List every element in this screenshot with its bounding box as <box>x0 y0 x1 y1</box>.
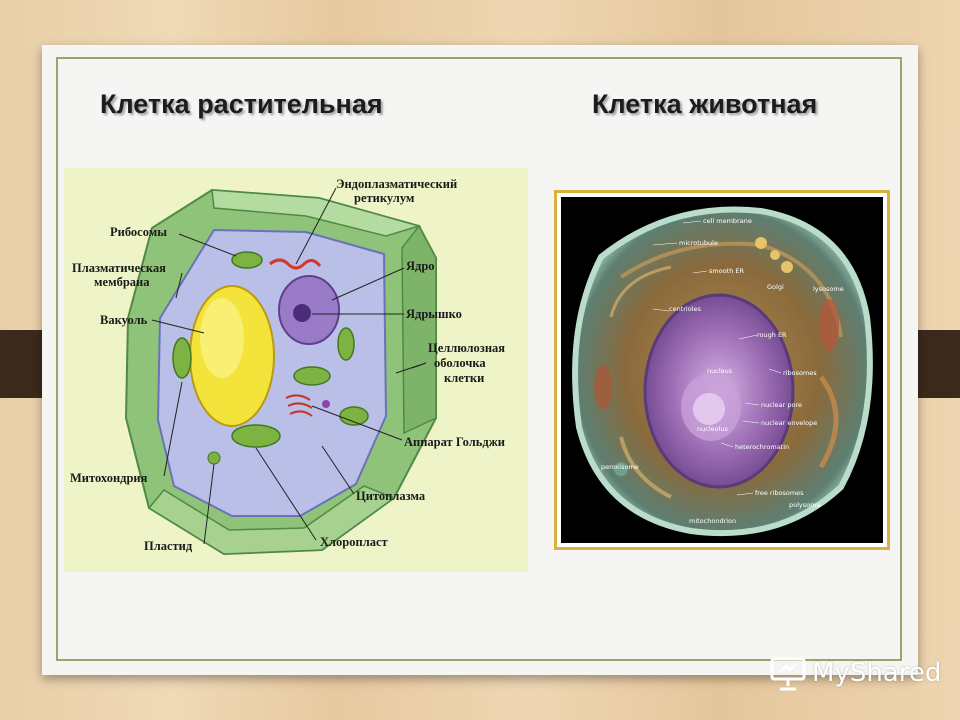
label-smooth-er: smooth ER <box>709 267 745 275</box>
label-membrane-line1: Плазматическая <box>72 261 166 275</box>
label-ribosomes: ribosomes <box>783 369 817 377</box>
label-er-line2: ретикулум <box>354 191 415 205</box>
label-nucleus: Ядро <box>406 259 435 273</box>
chloroplast-shape <box>293 366 331 386</box>
label-polysome: polysome <box>789 501 820 509</box>
chloroplast-shape <box>231 251 263 269</box>
cell-wall-bottom <box>147 485 396 555</box>
chloroplast-shape <box>172 337 192 379</box>
animal-cell-image: cell membrane microtubule smooth ER Golg… <box>554 190 890 550</box>
label-golgi: Аппарат Гольджи <box>404 435 505 449</box>
label-nucleolus: Ядрышко <box>406 307 462 321</box>
label-wall-line1: Целлюлозная <box>428 341 505 355</box>
label-chloroplast: Хлоропласт <box>320 535 388 549</box>
plant-cell-title: Клетка растительная <box>100 89 383 119</box>
label-nuclear-pore: nuclear pore <box>761 401 802 409</box>
label-cytoplasm: Цитоплазма <box>356 489 426 503</box>
watermark: MyShared <box>768 656 941 696</box>
watermark-text: MyShared <box>812 658 942 688</box>
label-microtubule: microtubule <box>679 239 718 247</box>
plant-cell-svg: Эндоплазматический ретикулум Рибосомы Пл… <box>70 177 505 556</box>
label-vacuole: Вакуоль <box>100 313 148 327</box>
chloroplast-shape <box>231 424 281 448</box>
cell-wall-top <box>211 189 422 237</box>
label-wall-line3: клетки <box>444 371 484 385</box>
animal-cell-title: Клетка животная <box>592 89 818 119</box>
nucleolus-shape <box>693 393 725 425</box>
label-er-line1: Эндоплазматический <box>336 177 457 191</box>
label-cell-membrane: cell membrane <box>703 217 752 225</box>
label-golgi: Golgi <box>767 283 784 291</box>
er-shape <box>269 258 322 270</box>
slide-frame <box>56 57 902 661</box>
cell-wall-side <box>401 224 437 435</box>
label-heterochromatin: heterochromatin <box>735 443 789 451</box>
label-mitochondria: Митохондрия <box>70 471 148 485</box>
label-peroxisome: peroxisome <box>601 463 639 471</box>
label-wall-line2: оболочка <box>434 356 486 370</box>
label-rough-er: rough ER <box>757 331 787 339</box>
label-free-ribosomes: free ribosomes <box>755 489 804 497</box>
label-mitochondrion: mitochondrion <box>689 517 736 525</box>
plant-cell-diagram: Эндоплазматический ретикулум Рибосомы Пл… <box>64 168 528 572</box>
label-ribosomes: Рибосомы <box>110 225 167 239</box>
projector-screen-icon <box>770 657 806 691</box>
label-nucleus: nucleus <box>707 367 733 375</box>
chloroplast-shape <box>337 327 355 361</box>
animal-cell-svg: cell membrane microtubule smooth ER Golg… <box>572 206 873 537</box>
nucleolus-shape <box>293 304 311 322</box>
slide: Клетка растительная Клетка животная <box>42 45 918 675</box>
label-nuclear-envelope: nuclear envelope <box>761 419 817 427</box>
label-membrane-line2: мембрана <box>94 275 150 289</box>
chloroplast-shape <box>339 406 369 426</box>
label-lysosome: lysosome <box>813 285 844 293</box>
label-plastid: Пластид <box>144 539 193 553</box>
label-centrioles: centrioles <box>669 305 702 313</box>
label-nucleolus: nucleolus <box>697 425 729 433</box>
golgi-shape <box>285 394 313 417</box>
mitochondrion-shape <box>819 299 839 351</box>
